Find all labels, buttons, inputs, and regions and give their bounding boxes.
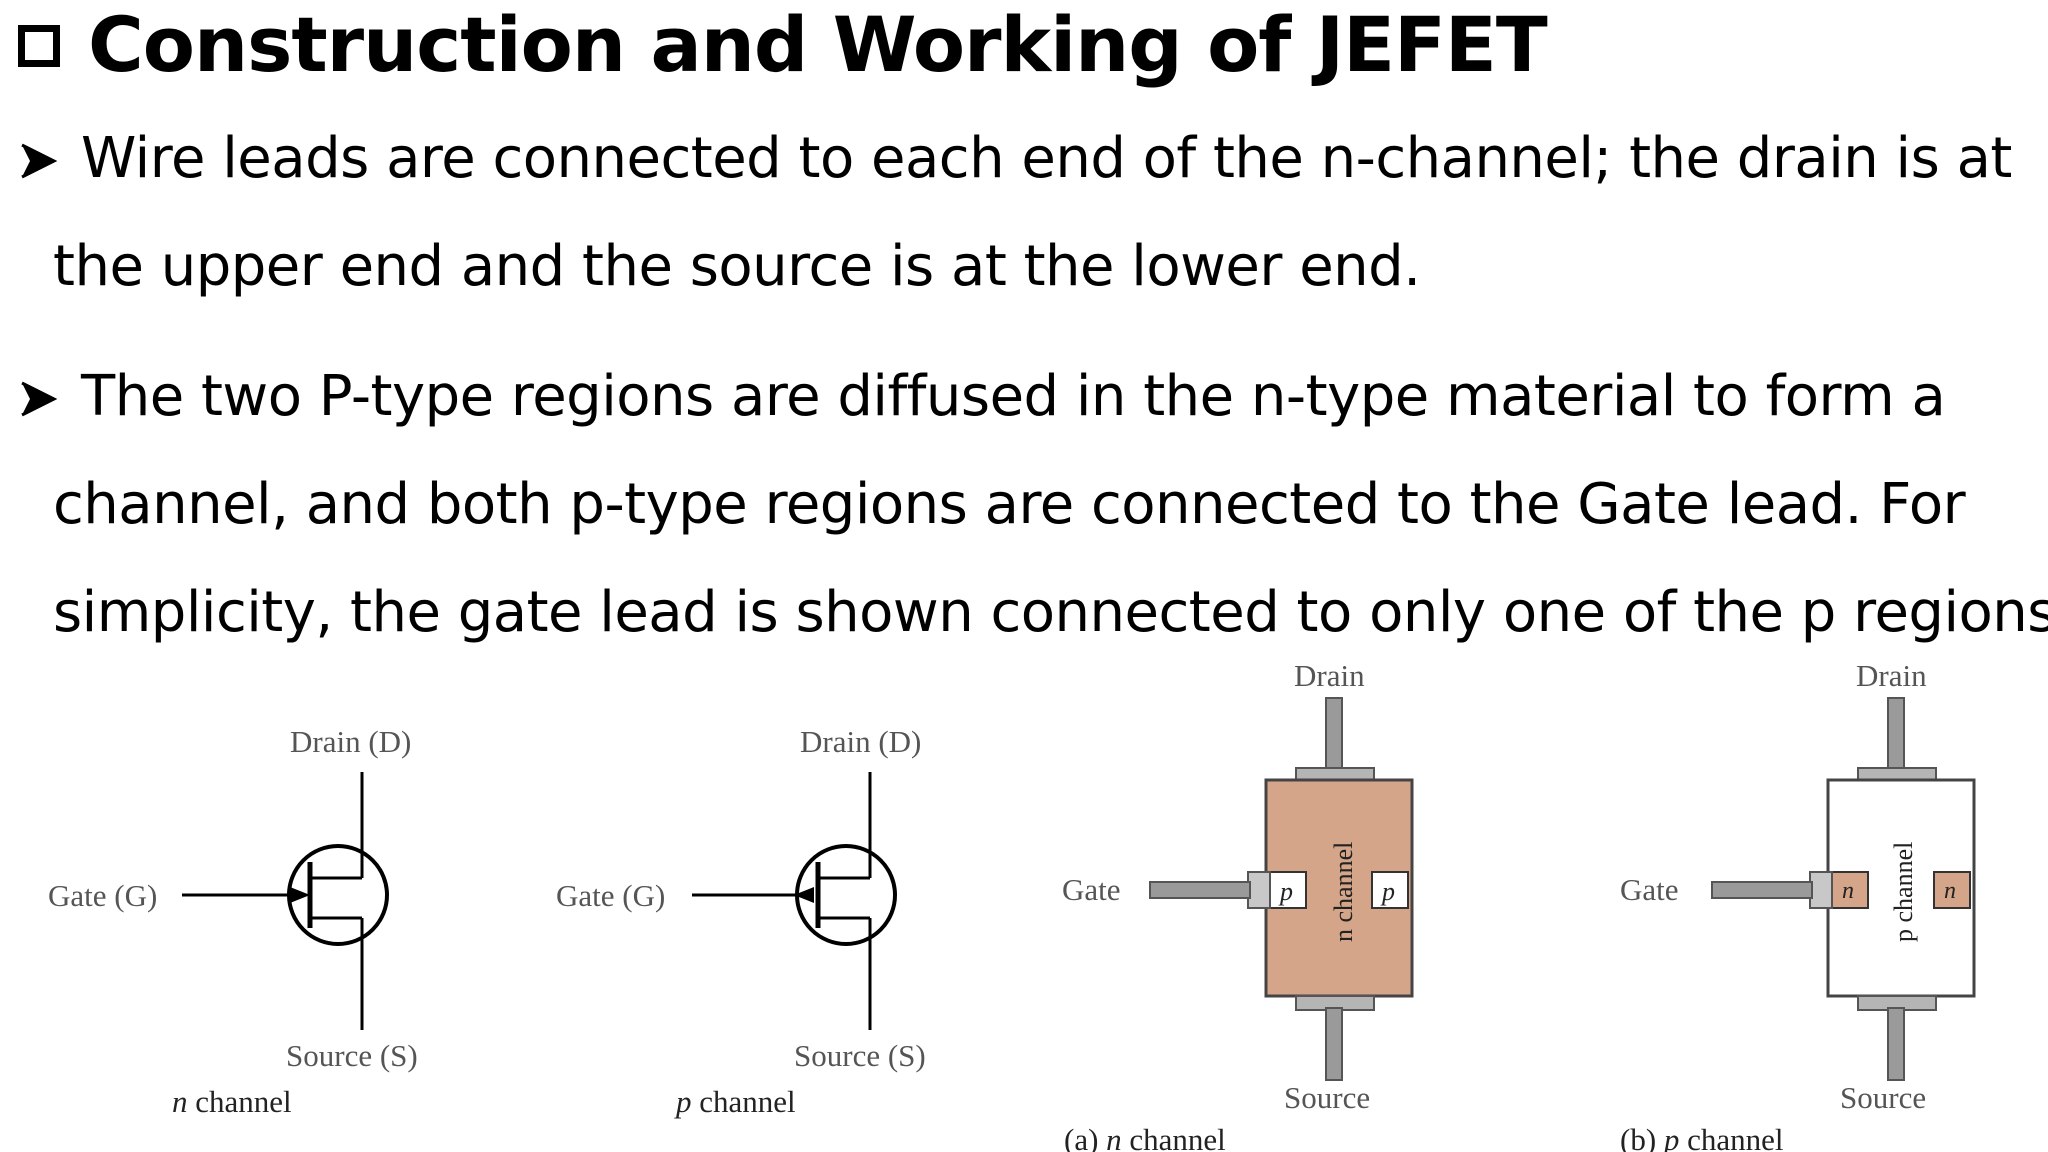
drain-label: Drain (D) xyxy=(800,724,921,759)
gate-label: Gate (G) xyxy=(48,878,157,913)
bullet-point: The two P-type regions are diffused in t… xyxy=(18,343,2048,667)
drain-label: Drain xyxy=(1294,658,1365,693)
drain-label: Drain xyxy=(1856,658,1927,693)
p-region xyxy=(1269,871,1307,909)
source-label: Source (S) xyxy=(286,1038,418,1073)
p-channel-structure: Drain n n Gate p channel Source (b) p ch… xyxy=(1620,658,1976,1152)
source-label: Source xyxy=(1840,1080,1926,1115)
n-channel-structure: Drain p p Gate n channel Source (a) n ch… xyxy=(1062,658,1414,1152)
caption: (a) n channel xyxy=(1064,1122,1226,1152)
n-region xyxy=(1831,871,1869,909)
channel-label: p channel xyxy=(1889,842,1918,942)
region-label: p xyxy=(1380,877,1395,906)
channel-label: n channel xyxy=(1329,842,1358,942)
bullet-line: simplicity, the gate lead is shown conne… xyxy=(53,580,2048,645)
caption: p channel xyxy=(674,1084,796,1119)
region-label: n xyxy=(1944,878,1956,904)
arrow-out-icon xyxy=(794,887,814,903)
gate-label: Gate xyxy=(1620,872,1679,907)
bullet-line: the upper end and the source is at the l… xyxy=(53,234,1421,299)
region-label: p xyxy=(1278,877,1293,906)
caption: n channel xyxy=(172,1084,292,1119)
gate-label: Gate xyxy=(1062,872,1121,907)
arrow-in-icon xyxy=(290,887,310,903)
p-region xyxy=(1371,871,1409,909)
arrow-bullet-icon xyxy=(21,143,58,179)
bullet-point: Wire leads are connected to each end of … xyxy=(18,105,2012,321)
bullet-line: Wire leads are connected to each end of … xyxy=(81,126,2012,191)
p-channel-symbol: Drain (D) Gate (G) Source (S) p channel xyxy=(556,724,926,1119)
n-channel-symbol: Drain (D) Gate (G) Source (S) n channel xyxy=(48,724,418,1119)
gate-label: Gate (G) xyxy=(556,878,665,913)
region-label: n xyxy=(1842,878,1854,904)
source-label: Source xyxy=(1284,1080,1370,1115)
title-row: Construction and Working of JEFET xyxy=(18,0,1548,89)
bullet-line: The two P-type regions are diffused in t… xyxy=(81,364,1946,429)
arrow-bullet-icon xyxy=(21,381,58,417)
bullet-line: channel, and both p-type regions are con… xyxy=(53,472,1966,537)
drain-label: Drain (D) xyxy=(290,724,411,759)
n-region xyxy=(1933,871,1971,909)
caption: (b) p channel xyxy=(1620,1122,1784,1152)
page-title: Construction and Working of JEFET xyxy=(88,0,1548,89)
source-label: Source (S) xyxy=(794,1038,926,1073)
checkbox-icon xyxy=(18,25,60,67)
